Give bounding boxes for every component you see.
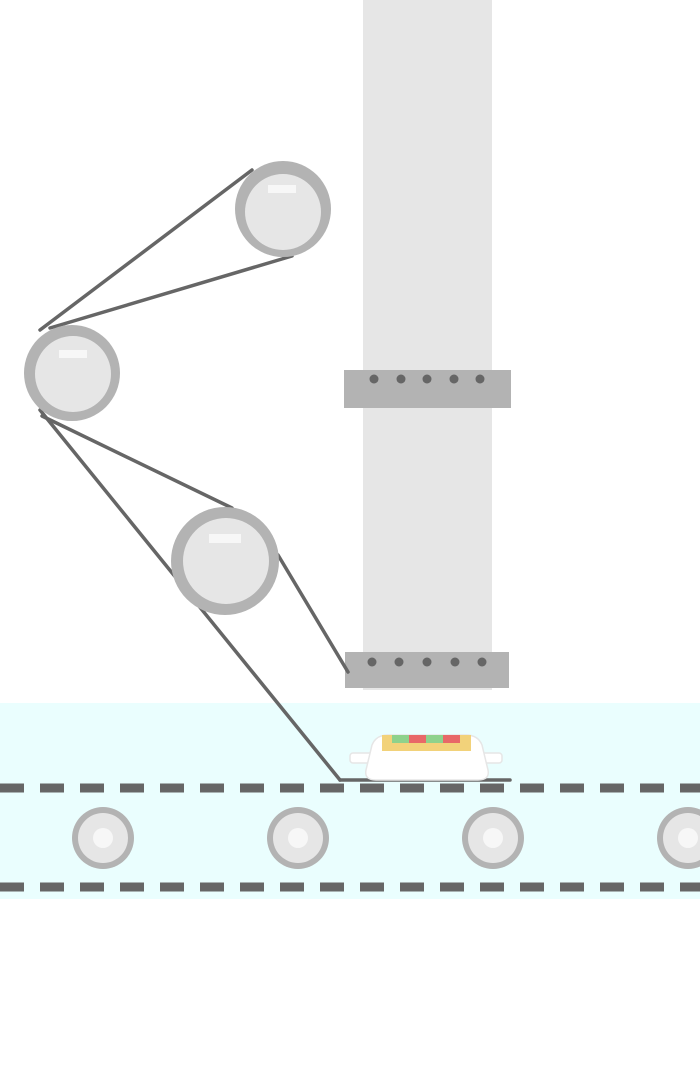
column-clamp-icon (345, 652, 509, 688)
roller-4 (657, 807, 700, 869)
pulley-left (24, 325, 120, 421)
food-stripe-green (392, 735, 409, 743)
upper-clamp (344, 370, 511, 408)
food-tray-icon (349, 734, 503, 781)
roller-hub (288, 828, 308, 848)
belt-segment (38, 168, 254, 332)
roller-hub (93, 828, 113, 848)
pulley-face (245, 174, 321, 250)
roller-2 (267, 807, 329, 869)
food-stripe-red (443, 735, 460, 743)
clamp-hole (422, 657, 432, 667)
roller-hub (483, 828, 503, 848)
conveyor-band (0, 703, 700, 899)
clamp-hole (475, 374, 485, 384)
pulley-face (183, 518, 269, 604)
vertical-column (363, 0, 492, 690)
clamp-hole (394, 657, 404, 667)
clamp-hole (450, 657, 460, 667)
clamp-hole (449, 374, 459, 384)
belt-segment (48, 254, 294, 330)
pulley-top (235, 161, 331, 257)
pulley-face (35, 336, 111, 412)
food-stripe-red (409, 735, 426, 743)
pulley-bottom (171, 507, 279, 615)
clamp-hole (367, 657, 377, 667)
roller-1 (72, 807, 134, 869)
clamp-hole (422, 374, 432, 384)
lower-clamp (345, 652, 509, 688)
roller-hub (678, 828, 698, 848)
belt-segment (276, 553, 350, 674)
roller-3 (462, 807, 524, 869)
pulley-highlight (59, 350, 87, 358)
food-stripe-green (426, 735, 443, 743)
pulley-highlight (268, 185, 296, 193)
clamp-hole (369, 374, 379, 384)
pulley-highlight (209, 534, 241, 543)
belt-segment (40, 414, 234, 510)
clamp-hole (477, 657, 487, 667)
clamp-hole (396, 374, 406, 384)
